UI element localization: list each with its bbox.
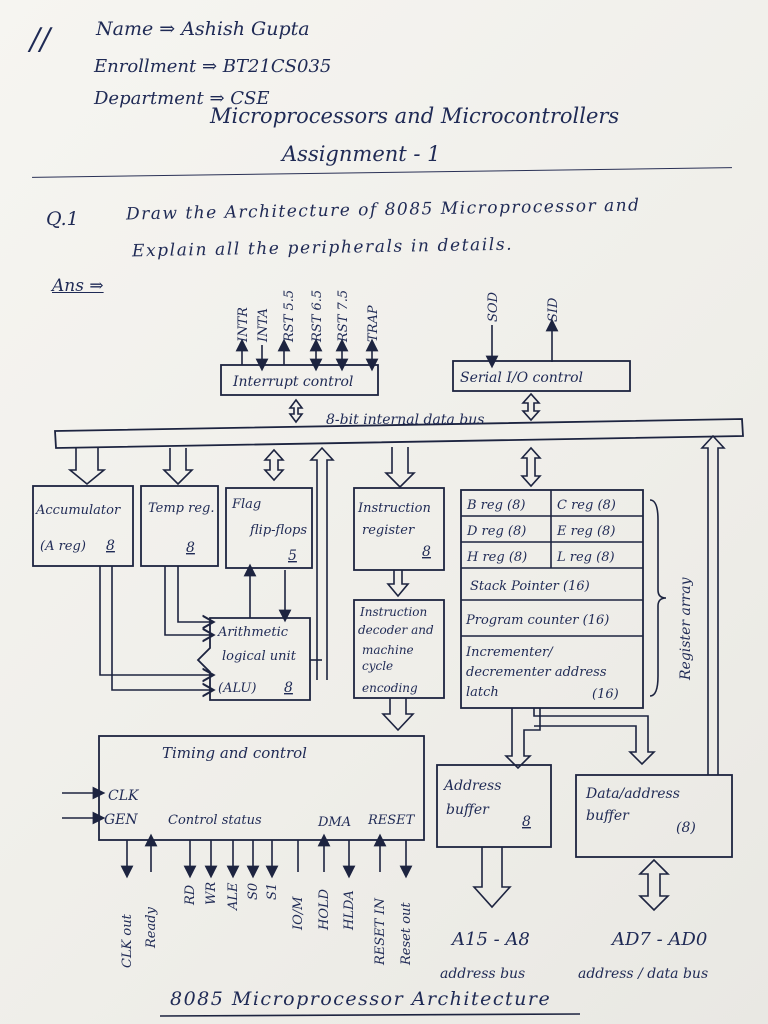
signal-rst65: RST 6.5 xyxy=(310,290,325,343)
instruction-register-box xyxy=(353,487,445,571)
department: Department ⇒ CSE xyxy=(94,88,270,109)
signal-hold: HOLD xyxy=(317,888,332,931)
signal-ready: Ready xyxy=(144,906,159,949)
address-bus-caption: address bus xyxy=(440,966,525,982)
timing-title: Timing and control xyxy=(162,744,307,762)
signal-rst55: RST 5.5 xyxy=(282,290,297,343)
decoder-line-3: machine xyxy=(362,643,414,657)
signal-wr: WR xyxy=(204,882,219,905)
flag-box xyxy=(225,487,313,569)
address-buffer-sublabel: buffer xyxy=(446,802,490,818)
signal-s1: S1 xyxy=(265,883,280,900)
bottom-signal-lines xyxy=(120,833,413,879)
incrementer-line-2: decrementer address xyxy=(466,665,607,680)
answer-label: Ans ⇒ xyxy=(52,276,104,296)
signal-inta: INTA xyxy=(256,308,271,343)
incrementer-line-1: Incrementer/ xyxy=(465,645,554,660)
alu-label: Arithmetic xyxy=(217,625,289,640)
alu-size: 8 xyxy=(284,680,293,696)
address-buffer-box xyxy=(436,764,552,848)
data-bus-caption: address / data bus xyxy=(578,966,708,982)
data-bus-label: AD7 - AD0 xyxy=(610,929,707,950)
decoder-line-5: encoding xyxy=(362,681,418,695)
timing-clk: CLK xyxy=(108,788,140,804)
interrupt-control-box xyxy=(220,364,379,396)
diagram-caption: 8085 Microprocessor Architecture xyxy=(170,988,551,1010)
decoder-box xyxy=(353,599,445,699)
signal-sid: SID xyxy=(546,297,561,322)
timing-dma: DMA xyxy=(317,815,351,830)
program-counter: Program counter (16) xyxy=(465,613,609,628)
signal-hlda: HLDA xyxy=(342,890,357,931)
signal-ale: ALE xyxy=(226,882,241,911)
enrollment-number: Enrollment ⇒ BT21CS035 xyxy=(94,56,332,77)
bus-label: 8-bit internal data bus xyxy=(326,412,484,428)
temp-reg-box xyxy=(140,485,219,567)
b-reg: B reg (8) xyxy=(466,498,525,513)
address-buffer-label: Address xyxy=(442,778,501,794)
register-array-label: Register array xyxy=(678,576,694,681)
flag-sublabel: flip-flops xyxy=(249,523,307,538)
d-reg: D reg (8) xyxy=(466,524,526,539)
instruction-register-size: 8 xyxy=(422,544,431,560)
instruction-register-sublabel: register xyxy=(362,523,415,538)
address-bus-label: A15 - A8 xyxy=(450,929,530,950)
serial-io-control-box xyxy=(452,360,631,392)
incrementer-size: (16) xyxy=(592,687,619,702)
subject-title: Microprocessors and Microcontrollers xyxy=(210,104,620,128)
interrupt-control-label: Interrupt control xyxy=(232,374,353,390)
signal-sod: SOD xyxy=(486,291,501,322)
signal-reset-in: RESET IN xyxy=(373,897,388,966)
incrementer-line-3: latch xyxy=(466,685,499,700)
question-number: Q.1 xyxy=(46,208,79,230)
temp-reg-size: 8 xyxy=(186,540,195,556)
timing-gen: GEN xyxy=(104,812,138,828)
alu-sublabel: logical unit xyxy=(222,649,297,664)
signal-reset-out: Reset out xyxy=(399,902,414,966)
e-reg: E reg (8) xyxy=(556,524,615,539)
student-name: Name ⇒ Ashish Gupta xyxy=(96,18,310,40)
decoder-line-1: Instruction xyxy=(359,605,427,619)
h-reg: H reg (8) xyxy=(466,550,527,565)
signal-intr: INTR xyxy=(236,307,251,343)
flag-label: Flag xyxy=(231,497,261,512)
accumulator-box xyxy=(32,485,134,567)
data-address-buffer-size: (8) xyxy=(676,820,696,836)
signal-trap: TRAP xyxy=(366,305,381,342)
timing-reset: RESET xyxy=(367,813,416,828)
bottom-signal-labels: CLK out Ready RD WR ALE S0 S1 IO/M HOLD … xyxy=(120,882,414,968)
margin-mark: // xyxy=(30,22,51,57)
signal-rst75: RST 7.5 xyxy=(336,290,351,343)
accumulator-label: Accumulator xyxy=(35,503,121,518)
signal-clk-out: CLK out xyxy=(120,913,135,968)
assignment-title: Assignment - 1 xyxy=(282,142,441,166)
signal-rd: RD xyxy=(183,884,198,906)
temp-reg-label: Temp reg. xyxy=(148,501,215,516)
interrupt-signals: INTR INTA RST 5.5 RST 6.5 RST 7.5 TRAP xyxy=(235,290,381,372)
stack-pointer: Stack Pointer (16) xyxy=(470,579,590,594)
accumulator-sublabel: (A reg) xyxy=(40,539,86,554)
flag-size: 5 xyxy=(288,548,297,564)
timing-control-status: Control status xyxy=(168,813,262,828)
l-reg: L reg (8) xyxy=(556,550,615,565)
register-array: B reg (8) C reg (8) D reg (8) E reg (8) … xyxy=(460,489,694,709)
data-address-buffer-box xyxy=(575,774,733,858)
serial-io-control-label: Serial I/O control xyxy=(460,370,583,386)
alu-sublabel-2: (ALU) xyxy=(218,681,256,696)
data-address-buffer-label: Data/address xyxy=(585,786,680,802)
address-buffer-size: 8 xyxy=(522,814,531,830)
data-address-buffer-sublabel: buffer xyxy=(586,808,630,824)
instruction-register-label: Instruction xyxy=(357,501,431,516)
accumulator-size: 8 xyxy=(106,538,115,554)
signal-io-m: IO/M xyxy=(291,896,306,931)
internal-data-bus xyxy=(54,418,744,449)
alu-box xyxy=(196,617,311,701)
c-reg: C reg (8) xyxy=(557,498,616,513)
signal-s0: S0 xyxy=(246,883,261,900)
decoder-line-4: cycle xyxy=(362,659,393,673)
decoder-line-2: decoder and xyxy=(358,623,434,637)
